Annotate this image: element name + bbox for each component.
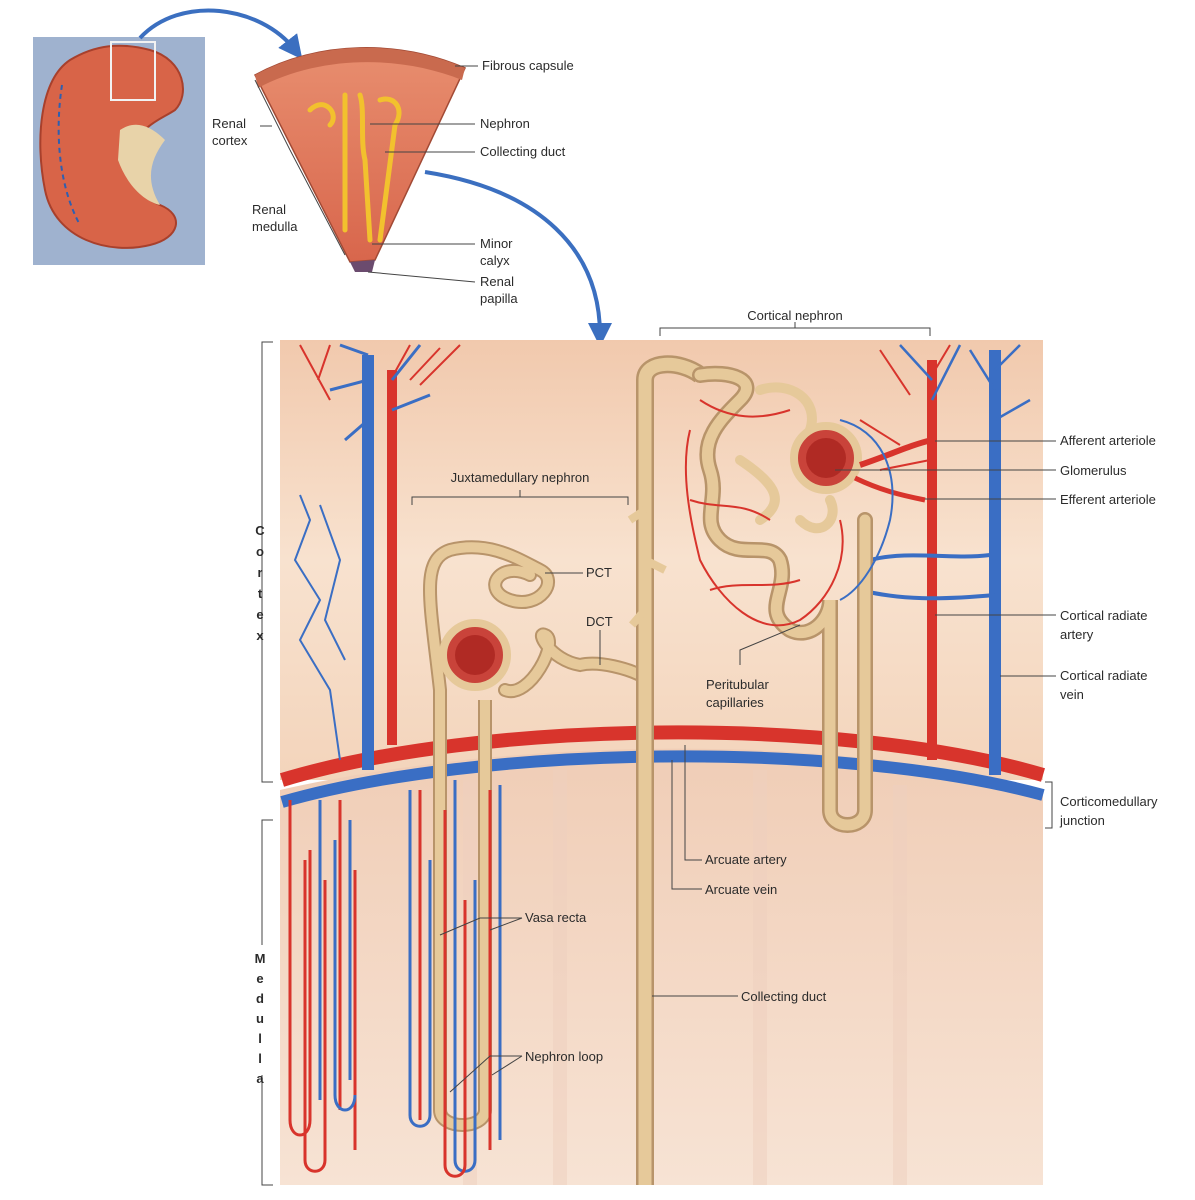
label-dct: DCT bbox=[586, 614, 613, 629]
label-nephron-loop: Nephron loop bbox=[525, 1049, 603, 1064]
label-renal-cortex-1: Renal bbox=[212, 116, 246, 131]
label-renal-medulla-1: Renal bbox=[252, 202, 286, 217]
cortex-vertical-label: C o r t e x bbox=[255, 523, 265, 643]
top-labels: Fibrous capsule Renal cortex Renal medul… bbox=[212, 58, 574, 306]
medulla-letter-6: a bbox=[256, 1071, 264, 1086]
label-cortical-radiate-vein-1: Cortical radiate bbox=[1060, 668, 1147, 683]
label-renal-medulla-2: medulla bbox=[252, 219, 298, 234]
juxtamedullary-nephron bbox=[423, 540, 647, 1132]
medulla-vertical-label: M e d u l l a bbox=[252, 945, 268, 1086]
label-minor-calyx-2: calyx bbox=[480, 253, 510, 268]
label-cortical-radiate-vein-2: vein bbox=[1060, 687, 1084, 702]
renal-medulla-bracket bbox=[289, 149, 346, 256]
medulla-letter-1: e bbox=[256, 971, 263, 986]
cortical-radiate-left bbox=[293, 343, 461, 770]
cortical-nephron bbox=[692, 365, 933, 833]
peritubular-capillaries bbox=[684, 399, 894, 627]
cortex-letter-4: e bbox=[256, 607, 263, 622]
arcuate-vessels bbox=[279, 725, 1045, 808]
label-cortical-radiate-artery-1: Cortical radiate bbox=[1060, 608, 1147, 623]
label-arcuate-vein: Arcuate vein bbox=[705, 882, 777, 897]
label-fibrous-capsule: Fibrous capsule bbox=[482, 58, 574, 73]
label-efferent-arteriole: Efferent arteriole bbox=[1060, 492, 1156, 507]
medulla-letter-0: M bbox=[255, 951, 266, 966]
cortex-letter-5: x bbox=[256, 628, 264, 643]
label-vasa-recta: Vasa recta bbox=[525, 910, 587, 925]
label-juxtamedullary-nephron: Juxtamedullary nephron bbox=[451, 470, 590, 485]
label-corticomedullary-2: junction bbox=[1059, 813, 1105, 828]
label-cortical-radiate-artery-2: artery bbox=[1060, 627, 1094, 642]
collecting-duct-main bbox=[627, 355, 706, 1185]
label-peritubular-2: capillaries bbox=[706, 695, 764, 710]
label-glomerulus: Glomerulus bbox=[1060, 463, 1127, 478]
medulla-letter-4: l bbox=[258, 1031, 262, 1046]
label-collecting-duct-top: Collecting duct bbox=[480, 144, 566, 159]
cortex-letter-0: C bbox=[255, 523, 265, 538]
renal-pyramid-wedge bbox=[253, 47, 467, 272]
cortex-letter-1: o bbox=[256, 544, 264, 559]
label-arcuate-artery: Arcuate artery bbox=[705, 852, 787, 867]
label-afferent-arteriole: Afferent arteriole bbox=[1060, 433, 1156, 448]
cortex-letter-3: t bbox=[258, 586, 263, 601]
medulla-letter-5: l bbox=[258, 1051, 262, 1066]
medulla-letter-2: d bbox=[256, 991, 264, 1006]
label-nephron-top: Nephron bbox=[480, 116, 530, 131]
main-panel bbox=[280, 340, 1043, 1185]
label-minor-calyx-1: Minor bbox=[480, 236, 513, 251]
label-renal-papilla-1: Renal bbox=[480, 274, 514, 289]
pointer-arrow-1 bbox=[138, 8, 303, 60]
label-pct: PCT bbox=[586, 565, 612, 580]
label-peritubular-1: Peritubular bbox=[706, 677, 770, 692]
cortex-letter-2: r bbox=[257, 565, 262, 580]
label-corticomedullary-1: Corticomedullary bbox=[1060, 794, 1158, 809]
label-renal-cortex-2: cortex bbox=[212, 133, 248, 148]
cortical-radiate-right bbox=[859, 344, 1031, 775]
label-cortical-nephron: Cortical nephron bbox=[747, 308, 842, 323]
main-labels: Cortical nephron Juxtamedullary nephron … bbox=[439, 308, 1158, 1093]
label-renal-papilla-2: papilla bbox=[480, 291, 518, 306]
renal-cortex-bracket bbox=[254, 79, 291, 151]
brackets bbox=[261, 322, 1053, 1186]
label-collecting-duct-main: Collecting duct bbox=[741, 989, 827, 1004]
vasa-recta bbox=[288, 780, 502, 1178]
kidney-thumbnail bbox=[33, 37, 205, 265]
pointer-arrow-2 bbox=[424, 170, 612, 347]
medulla-letter-3: u bbox=[256, 1011, 264, 1026]
